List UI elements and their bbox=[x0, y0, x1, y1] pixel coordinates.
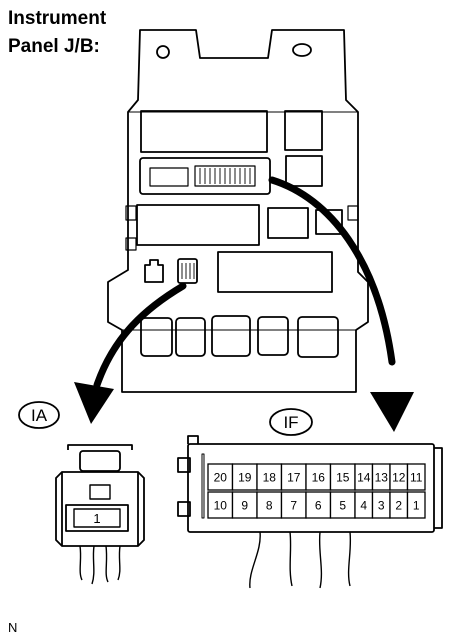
if-pin-number: 12 bbox=[392, 471, 406, 485]
if-pin-cell bbox=[207, 491, 234, 519]
fuse-slot bbox=[211, 315, 251, 357]
mounting-hole-right bbox=[292, 43, 312, 57]
if-pin-number: 5 bbox=[339, 499, 346, 513]
if-pin-cell bbox=[305, 491, 332, 519]
if-pin-cell bbox=[256, 463, 283, 491]
if-pin-number: 13 bbox=[375, 471, 389, 485]
relay-slot bbox=[140, 110, 268, 153]
if-pin-number: 18 bbox=[263, 471, 277, 485]
if-label: IF bbox=[283, 413, 298, 432]
relay-slot bbox=[136, 204, 260, 246]
if-pin-number: 1 bbox=[413, 499, 420, 513]
figure-code: N bbox=[8, 620, 18, 635]
diagram-title-line-2: Panel J/B: bbox=[8, 36, 100, 57]
fuse-slot bbox=[140, 317, 173, 357]
if-connector bbox=[177, 435, 443, 589]
fuse-slot bbox=[297, 316, 339, 358]
if-pin-number: 20 bbox=[214, 471, 228, 485]
relay-slot bbox=[284, 110, 323, 151]
if-pin-number: 19 bbox=[238, 471, 252, 485]
if-pin-number: 8 bbox=[266, 499, 273, 513]
ia-connector-socket-pins bbox=[177, 258, 198, 284]
relay-slot bbox=[315, 209, 343, 235]
relay-slot bbox=[285, 155, 323, 187]
if-pin-number: 16 bbox=[312, 471, 326, 485]
if-pin-number: 4 bbox=[360, 499, 367, 513]
fuse-slot bbox=[175, 317, 206, 357]
if-pin-number: 17 bbox=[287, 471, 301, 485]
if-pin-number: 14 bbox=[357, 471, 371, 485]
ia-connector-socket bbox=[144, 259, 164, 283]
if-pin-number: 15 bbox=[336, 471, 350, 485]
ia-pin: 1 bbox=[93, 511, 100, 526]
arrow-to-if bbox=[268, 176, 414, 432]
arrow-to-ia bbox=[74, 282, 187, 424]
if-pin-cell bbox=[406, 491, 426, 519]
ia-label: IA bbox=[31, 406, 48, 425]
if-connector-socket bbox=[139, 157, 271, 195]
diagram-title-line-1: Instrument bbox=[8, 8, 107, 29]
if-pin-number: 3 bbox=[378, 499, 385, 513]
if-label-oval bbox=[269, 408, 313, 436]
if-pin-number: 2 bbox=[395, 499, 402, 513]
if-pin-cell bbox=[231, 491, 258, 519]
if-pin-number: 11 bbox=[410, 471, 423, 485]
if-pin-number: 6 bbox=[315, 499, 322, 513]
ia-label-oval bbox=[18, 401, 60, 429]
if-pin-number: 7 bbox=[290, 499, 297, 513]
relay-slot bbox=[217, 251, 333, 293]
if-pin-cell bbox=[406, 463, 426, 491]
ia-connector bbox=[55, 444, 145, 585]
if-pin-cell bbox=[280, 491, 307, 519]
mounting-hole-left bbox=[156, 45, 170, 59]
junction-block-outline bbox=[107, 29, 369, 393]
if-pin-number: 10 bbox=[214, 499, 228, 513]
if-pin-number: 9 bbox=[241, 499, 248, 513]
fuse-slot bbox=[257, 316, 289, 356]
relay-slot bbox=[267, 207, 309, 239]
